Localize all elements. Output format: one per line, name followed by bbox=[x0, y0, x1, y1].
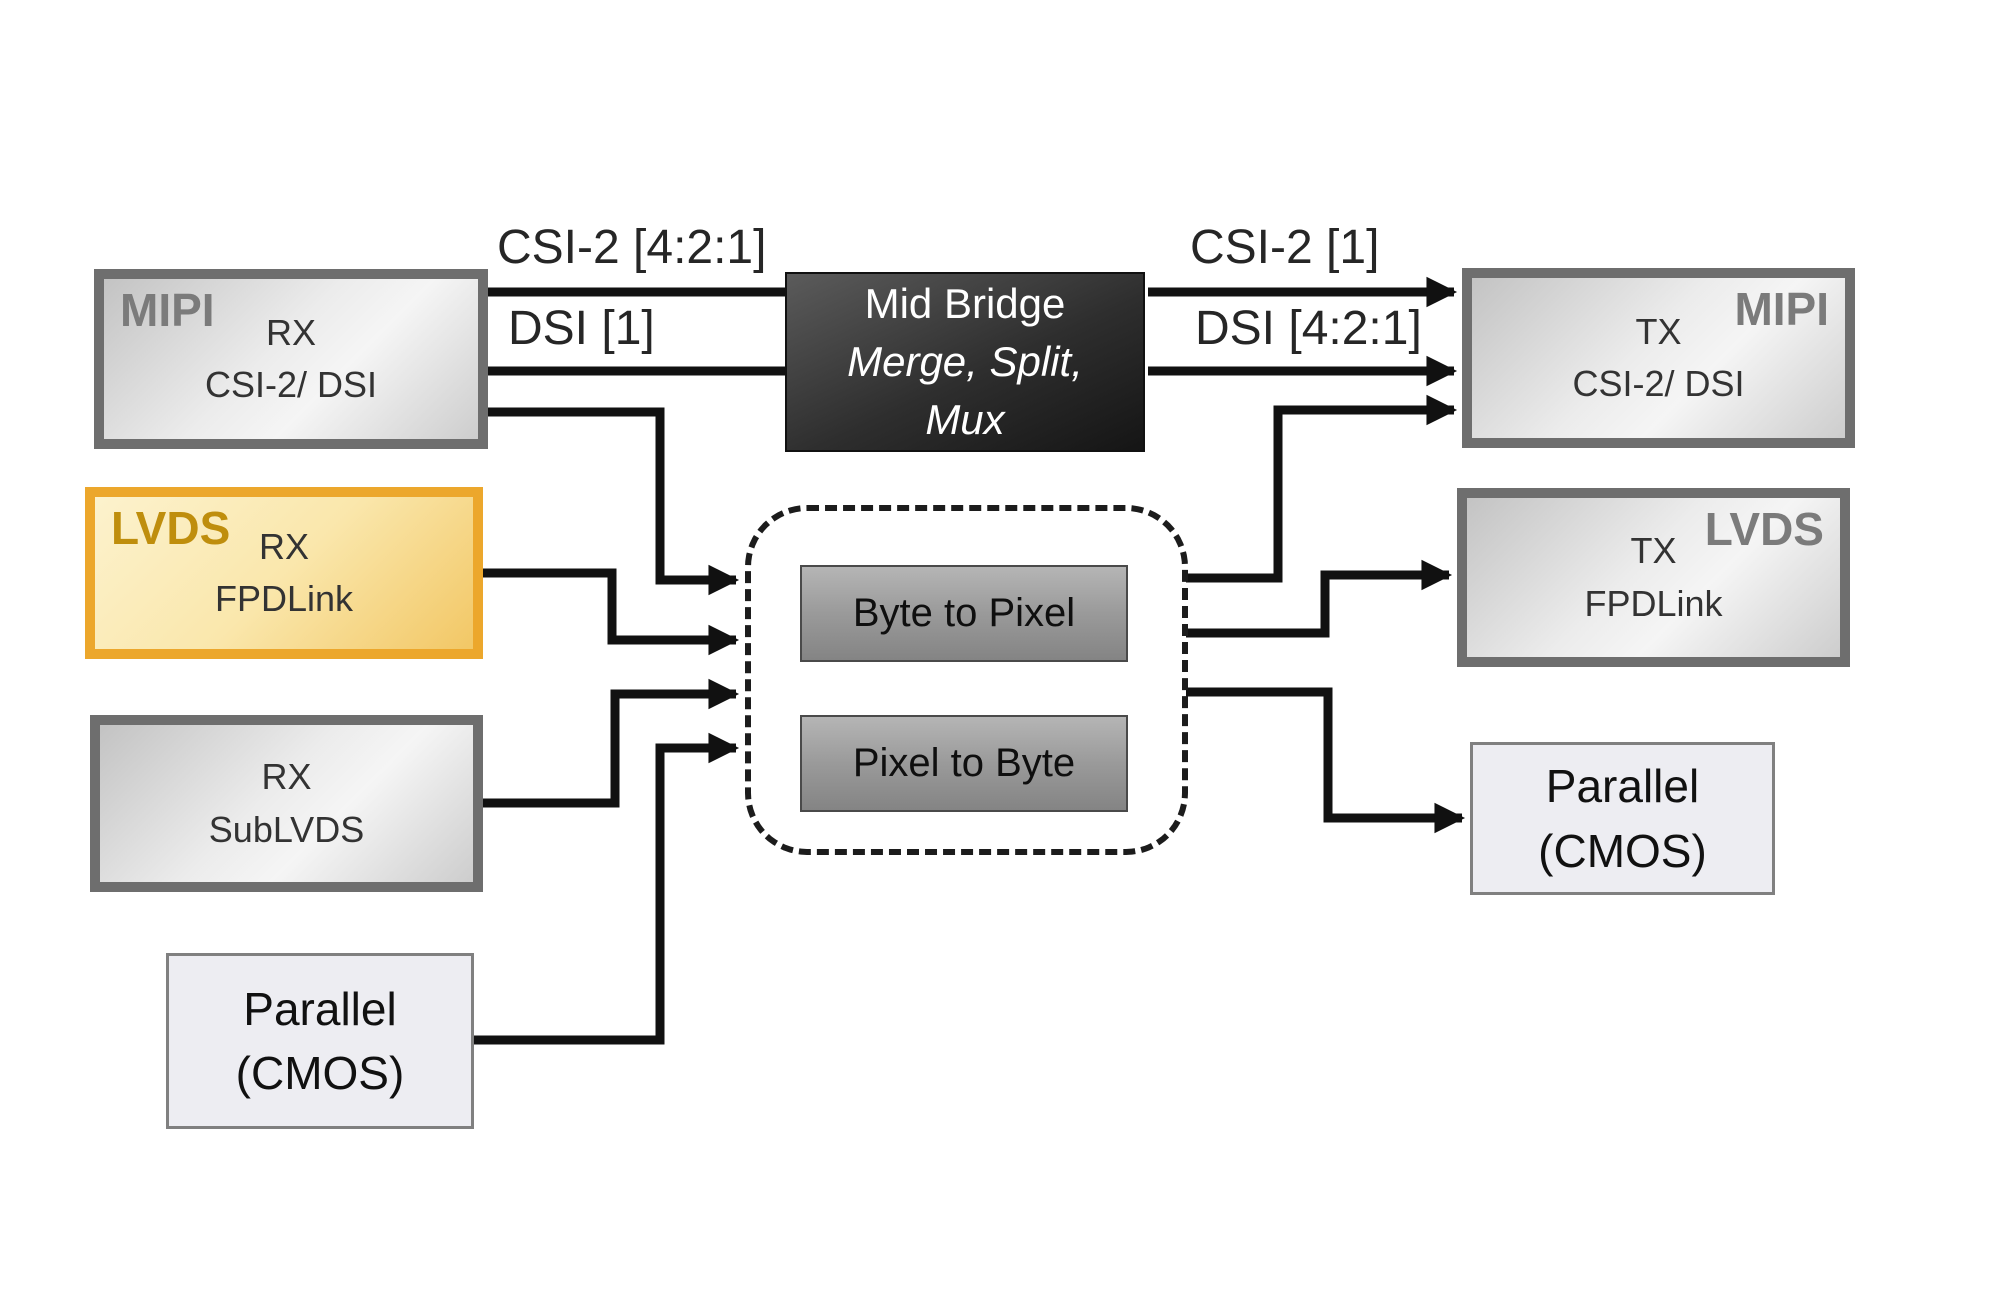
lvds-rx-text: RX FPDLink bbox=[95, 497, 473, 649]
parallel-in-text: Parallel (CMOS) bbox=[169, 956, 471, 1126]
byte-to-pixel-block: Byte to Pixel bbox=[800, 565, 1128, 662]
sublvds-rx-line2: SubLVDS bbox=[208, 808, 365, 850]
mid-bridge-line3: Mux bbox=[925, 395, 1005, 443]
lvds-rx-line1: RX bbox=[258, 525, 309, 567]
lvds-tx-line2: FPDLink bbox=[1584, 582, 1723, 624]
parallel-out-block: Parallel (CMOS) bbox=[1470, 742, 1775, 895]
pixel-to-byte-label: Pixel to Byte bbox=[852, 741, 1076, 785]
bus-label-csi2-out: CSI-2 [1] bbox=[1190, 221, 1380, 274]
parallel-in-line1: Parallel bbox=[243, 982, 397, 1035]
pixel-to-byte-block: Pixel to Byte bbox=[800, 715, 1128, 812]
byte-pixel-group bbox=[745, 505, 1188, 855]
byte-to-pixel-label: Byte to Pixel bbox=[852, 591, 1076, 635]
mipi-tx-line2: CSI-2/ DSI bbox=[1572, 363, 1745, 404]
sublvds-rx-text: RX SubLVDS bbox=[100, 725, 473, 882]
mipi-tx-corner-label: MIPI bbox=[1734, 283, 1829, 335]
lvds-rx-block: LVDS RX FPDLink bbox=[85, 487, 483, 659]
mipi-tx-line1: TX bbox=[1635, 310, 1682, 352]
bus-label-dsi-in: DSI [1] bbox=[508, 302, 655, 355]
bus-label-dsi-out: DSI [4:2:1] bbox=[1195, 302, 1422, 355]
connector-bytetopixel-to-lvdstx bbox=[1186, 559, 1453, 638]
parallel-out-line1: Parallel bbox=[1545, 760, 1700, 813]
sublvds-rx-block: RX SubLVDS bbox=[90, 715, 483, 892]
mid-bridge-block: Mid Bridge Merge, Split, Mux bbox=[785, 272, 1145, 452]
parallel-out-line2: (CMOS) bbox=[1538, 824, 1707, 877]
connector-lvdsrx-to-bytetopixel bbox=[483, 568, 740, 656]
lvds-rx-corner-label: LVDS bbox=[111, 502, 231, 554]
mipi-rx-block: MIPI RX CSI-2/ DSI bbox=[94, 269, 488, 449]
connector-pixeltobyte-to-parallelout bbox=[1186, 687, 1466, 834]
lvds-tx-block: LVDS TX FPDLink bbox=[1457, 488, 1850, 667]
lvds-rx-line2: FPDLink bbox=[214, 578, 354, 619]
mipi-rx-line2: CSI-2/ DSI bbox=[204, 364, 378, 405]
parallel-in-block: Parallel (CMOS) bbox=[166, 953, 474, 1129]
mipi-tx-text: TX CSI-2/ DSI bbox=[1472, 278, 1845, 438]
mipi-rx-line1: RX bbox=[265, 311, 316, 353]
lvds-tx-line1: TX bbox=[1630, 530, 1677, 572]
mipi-rx-text: RX CSI-2/ DSI bbox=[104, 279, 478, 439]
sublvds-rx-line1: RX bbox=[261, 756, 312, 798]
bus-label-csi2-in: CSI-2 [4:2:1] bbox=[497, 221, 767, 274]
mid-bridge-text: Mid Bridge Merge, Split, Mux bbox=[787, 274, 1143, 450]
connector-mipirx-to-bytetopixel bbox=[488, 407, 740, 596]
lvds-tx-text: TX FPDLink bbox=[1467, 498, 1840, 657]
mipi-tx-block: MIPI TX CSI-2/ DSI bbox=[1462, 268, 1855, 448]
connector-sublvds-to-bytetopixel bbox=[483, 678, 740, 808]
connector-parallelin-to-pixeltobyte bbox=[474, 732, 740, 1045]
mipi-rx-corner-label: MIPI bbox=[120, 284, 215, 336]
connector-bytetopixel-to-mipitx bbox=[1186, 394, 1458, 583]
lvds-tx-corner-label: LVDS bbox=[1704, 503, 1824, 555]
mid-bridge-line2: Merge, Split, bbox=[847, 338, 1083, 386]
parallel-out-text: Parallel (CMOS) bbox=[1473, 745, 1772, 892]
mid-bridge-line1: Mid Bridge bbox=[864, 280, 1066, 328]
parallel-in-line2: (CMOS) bbox=[235, 1047, 405, 1099]
